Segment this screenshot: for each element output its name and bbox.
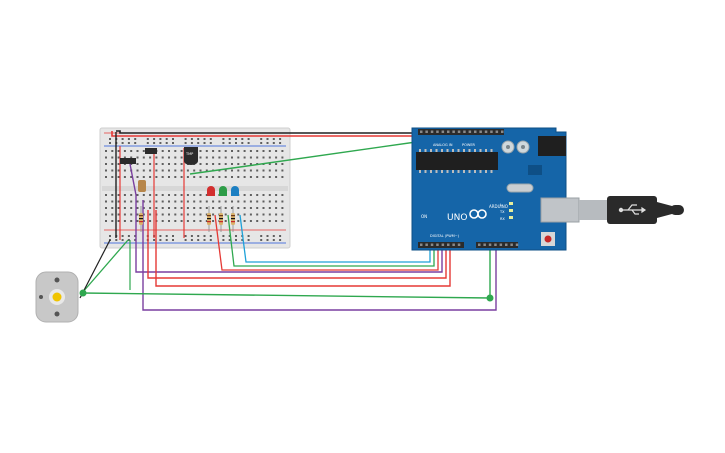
- wire-led-green[interactable]: [227, 214, 435, 267]
- analog-label-text: ANALOG IN: [433, 143, 453, 147]
- on-label-text: ON: [421, 214, 427, 219]
- capacitor[interactable]: [138, 180, 146, 192]
- board-model-text: UNO: [447, 213, 467, 223]
- wire-purple-1[interactable]: [129, 163, 443, 273]
- led-rx: [509, 216, 513, 219]
- breadboard-channel: [102, 186, 288, 191]
- arduino-logo-icon: [469, 209, 487, 219]
- led-green[interactable]: [219, 186, 227, 196]
- wire-red-signal-1[interactable]: [147, 210, 447, 279]
- usb-cable[interactable]: [579, 196, 684, 224]
- atmega-chip: [416, 152, 498, 170]
- led-tx: [509, 209, 513, 212]
- junction-motor: [79, 289, 87, 297]
- power-label-text: POWER: [462, 143, 476, 147]
- led-l: [509, 202, 513, 205]
- top-header-left: [418, 129, 504, 135]
- led-red[interactable]: [207, 186, 215, 196]
- usb-trident-icon: [618, 204, 647, 215]
- sensor-label: TMP: [185, 152, 193, 156]
- components: TMP: [120, 147, 239, 232]
- slide-switch[interactable]: [120, 158, 136, 164]
- resistors: [139, 206, 235, 232]
- crystal: [506, 183, 534, 193]
- motor-shaft: [52, 292, 62, 302]
- wire-motor-green-1[interactable]: [81, 239, 129, 294]
- bottom-header-pins: [420, 243, 519, 246]
- led-blue[interactable]: [231, 186, 239, 196]
- motor-terminal-bottom: [54, 311, 60, 317]
- digital-label-text: DIGITAL (PWM~): [430, 234, 460, 238]
- breadboard[interactable]: [99, 127, 291, 249]
- motor-screw-left: [39, 295, 43, 299]
- dc-jack: [538, 136, 566, 156]
- power-header: [476, 242, 518, 248]
- tx-label-text: TX: [499, 210, 505, 214]
- l-label-text: L: [500, 203, 502, 207]
- board-brand-text: ARDUINO: [489, 204, 508, 209]
- digital-header: [418, 242, 464, 248]
- rx-label-text: RX: [500, 217, 505, 221]
- chip-legs: [419, 149, 493, 173]
- wire-led-red[interactable]: [214, 214, 439, 271]
- wire-led-blue[interactable]: [239, 214, 431, 263]
- wire-red-signal-2[interactable]: [155, 210, 451, 287]
- temperature-sensor[interactable]: [184, 147, 198, 165]
- wire-motor-black[interactable]: [79, 239, 111, 299]
- reset-button-cap: [544, 235, 552, 243]
- wire-purple-2[interactable]: [142, 200, 497, 311]
- usb-port: [540, 197, 580, 223]
- usb-plug-metal: [579, 200, 607, 220]
- motor-terminal-top: [54, 277, 60, 283]
- usb-strain-relief: [657, 202, 672, 218]
- pushbutton[interactable]: [145, 148, 157, 154]
- junction-gnd: [486, 294, 494, 302]
- arduino-uno-board[interactable]: UNO ARDUINO DIGITAL (PWM~) POWER ANALOG …: [411, 127, 580, 251]
- usb-cable-end: [670, 205, 684, 215]
- dc-motor[interactable]: [35, 271, 79, 323]
- icsp-header: [528, 165, 542, 175]
- top-header-pins: [420, 130, 504, 133]
